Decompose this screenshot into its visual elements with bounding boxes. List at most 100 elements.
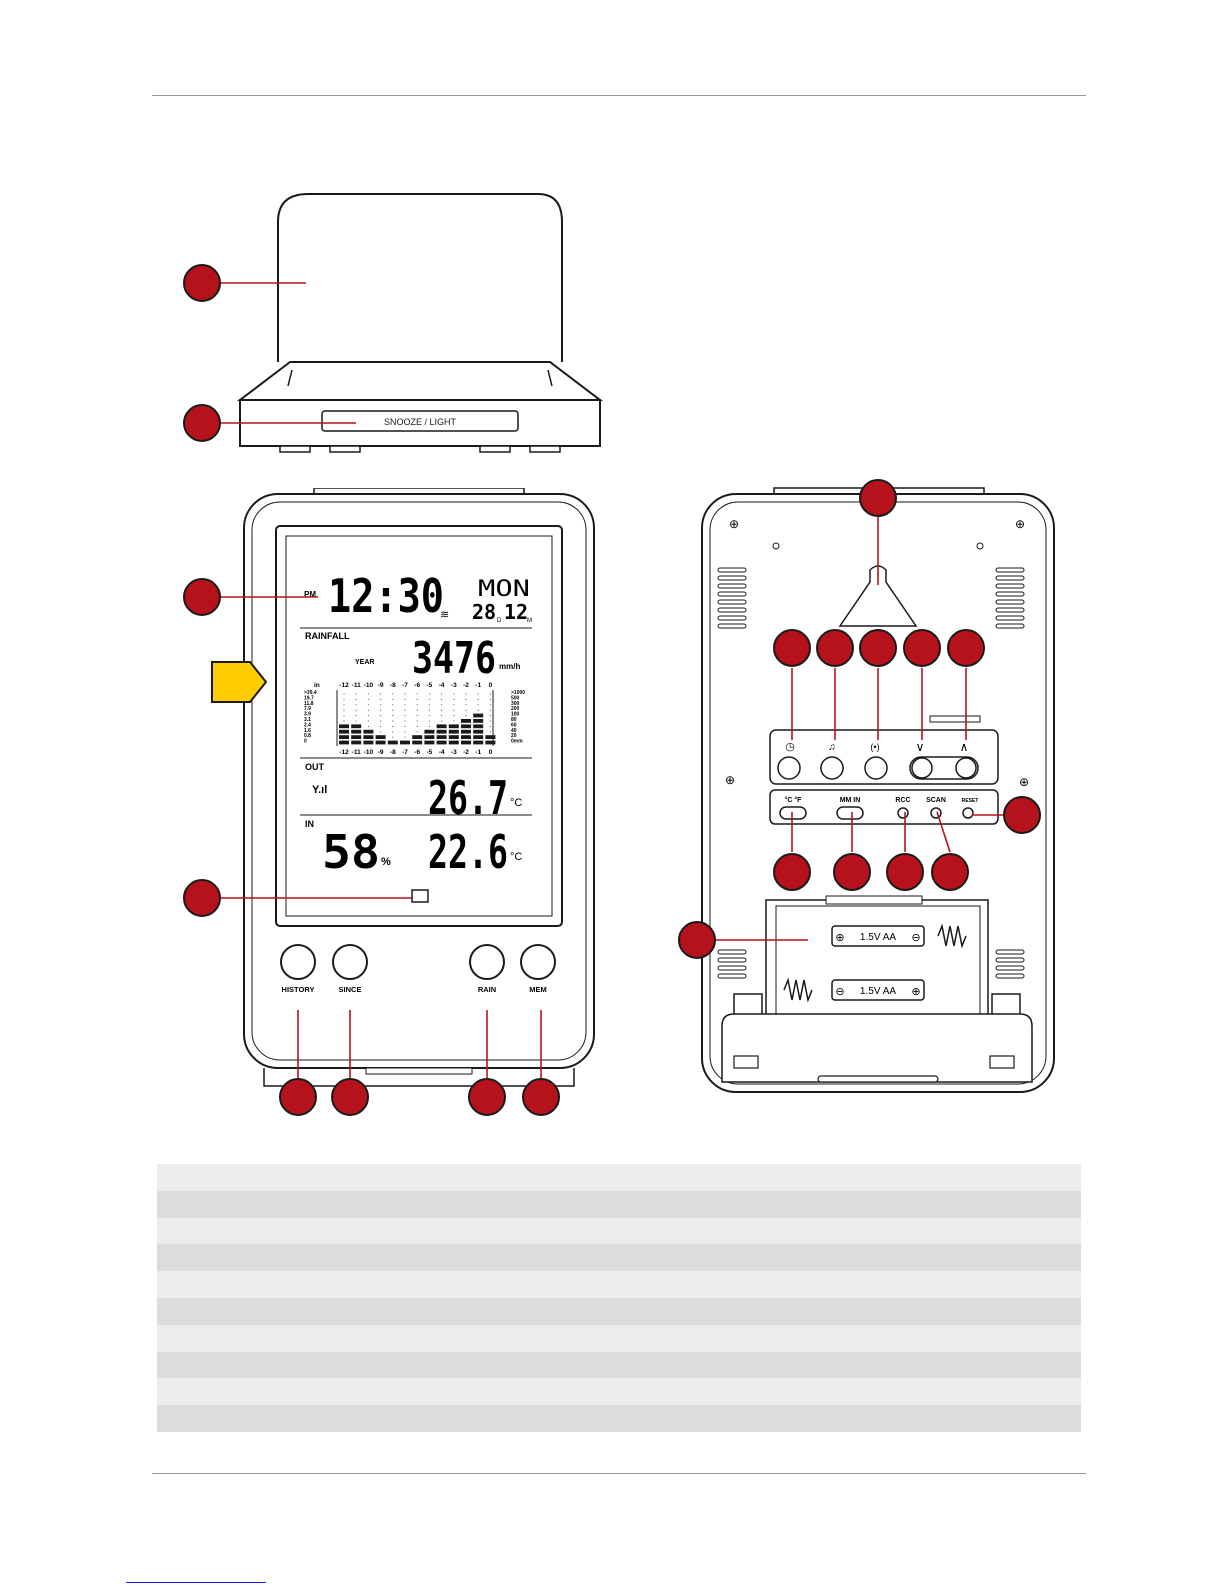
callout-marker <box>816 629 854 667</box>
rain-button[interactable] <box>469 944 505 980</box>
clock-icon: ◷ <box>785 741 795 753</box>
screw-icon: ⊕ <box>725 773 735 787</box>
chart-grid-dot <box>465 693 467 695</box>
chart-hour-label-bottom: -12 <box>339 749 349 756</box>
chart-bar-segment <box>424 729 435 734</box>
chart-grid-dot <box>416 698 418 700</box>
chart-grid-dot <box>404 709 406 711</box>
chart-bar-segment <box>436 724 447 729</box>
chart-grid-dot <box>343 715 345 717</box>
rain-unit-switch[interactable] <box>836 806 864 820</box>
chart-grid-dot <box>441 693 443 695</box>
chart-grid-dot <box>392 709 394 711</box>
table-row <box>157 1244 1081 1272</box>
rain-label: RAIN <box>478 985 496 994</box>
chart-right-scale-label: 0mm <box>511 739 523 745</box>
callout-marker <box>279 1078 317 1116</box>
date-d-label: D <box>497 618 502 624</box>
chart-grid-dot <box>489 731 491 733</box>
chart-left-unit: in <box>314 682 320 689</box>
clock-set-button[interactable] <box>777 756 801 780</box>
date-m-label: M <box>527 618 532 624</box>
radio-button[interactable] <box>864 756 888 780</box>
chart-grid-dot <box>392 704 394 706</box>
history-button[interactable] <box>280 944 316 980</box>
chart-right-scale-label: 80 <box>511 717 517 723</box>
chart-grid-dot <box>404 693 406 695</box>
time-display: 12:30 <box>328 569 444 623</box>
chart-grid-dot <box>367 693 369 695</box>
reset-button[interactable] <box>962 807 974 819</box>
chart-bar-segment <box>473 719 484 723</box>
since-button[interactable] <box>332 944 368 980</box>
chart-grid-dot <box>392 720 394 722</box>
chart-left-scale-label: 19.7 <box>304 695 314 701</box>
chart-grid-dot <box>453 720 455 722</box>
footer-link-underline[interactable] <box>126 1582 266 1583</box>
rcc-label: RCC <box>895 797 910 804</box>
chart-grid-dot <box>441 704 443 706</box>
chart-grid-dot <box>416 720 418 722</box>
reset-label: RESET <box>962 798 979 804</box>
chart-hour-label-top: -3 <box>451 682 457 689</box>
callout-marker <box>183 404 221 442</box>
chart-grid-dot <box>404 725 406 727</box>
callout-marker <box>886 853 924 891</box>
chart-hour-label-top: -9 <box>378 682 384 689</box>
chart-bar-segment <box>375 735 386 739</box>
snooze-light-button[interactable] <box>321 410 519 432</box>
alarm-button[interactable] <box>820 756 844 780</box>
chart-hour-label-top: -7 <box>402 682 408 689</box>
chart-hour-label-top: -10 <box>364 682 374 689</box>
up-button[interactable] <box>955 757 977 779</box>
plus-icon: ⊕ <box>911 986 920 998</box>
chart-grid-dot <box>367 704 369 706</box>
plus-icon: ⊕ <box>835 932 844 944</box>
chart-grid-dot <box>392 731 394 733</box>
temp-unit-switch[interactable] <box>779 806 807 820</box>
battery-spring-icon <box>937 923 967 949</box>
table-row <box>157 1190 1081 1218</box>
outdoor-unit: °C <box>510 797 522 809</box>
back-stand <box>721 1013 1033 1083</box>
chart-grid-dot <box>367 715 369 717</box>
chart-bar-segment <box>436 740 447 745</box>
chart-right-scale-label: 500 <box>511 695 520 701</box>
chart-grid-dot <box>453 704 455 706</box>
chart-bar-segment <box>461 740 471 745</box>
front-case-inner <box>251 501 587 1061</box>
chart-grid-dot <box>392 725 394 727</box>
down-button[interactable] <box>911 757 933 779</box>
chart-bar-segment <box>387 740 398 745</box>
chart-hour-label-bottom: -10 <box>364 749 374 756</box>
since-label: SINCE <box>339 985 362 994</box>
chart-bar-segment <box>339 740 349 745</box>
chart-grid-dot <box>355 693 357 695</box>
rain-unit: mm/h <box>499 662 520 671</box>
chart-grid-dot <box>355 709 357 711</box>
vent-right-top <box>995 567 1025 629</box>
down-chevron-icon: ∨ <box>916 740 925 754</box>
table-row <box>157 1405 1081 1432</box>
chart-grid-dot <box>343 698 345 700</box>
vent-left-bottom <box>717 949 747 979</box>
vent-left-top <box>717 567 747 629</box>
chart-right-scale-label: 200 <box>511 706 520 712</box>
mem-button[interactable] <box>520 944 556 980</box>
chart-bar-segment <box>461 724 471 729</box>
chart-left-scale-label: 2.4 <box>304 722 311 728</box>
callout-marker <box>859 629 897 667</box>
chart-bar-segment <box>448 724 459 729</box>
callout-marker <box>183 578 221 616</box>
chart-grid-dot <box>441 715 443 717</box>
chart-grid-dot <box>477 704 479 706</box>
indoor-humidity: 58 <box>322 825 380 879</box>
in-label: IN <box>305 819 314 829</box>
chart-left-scale-label: 7.9 <box>304 706 311 712</box>
humidity-unit: % <box>381 856 391 868</box>
chart-bar-segment <box>351 740 362 745</box>
chart-bar-segment <box>363 740 374 745</box>
chart-bar-segment <box>461 735 471 739</box>
chart-bar-segment <box>351 729 362 734</box>
battery-label-top <box>831 925 925 947</box>
